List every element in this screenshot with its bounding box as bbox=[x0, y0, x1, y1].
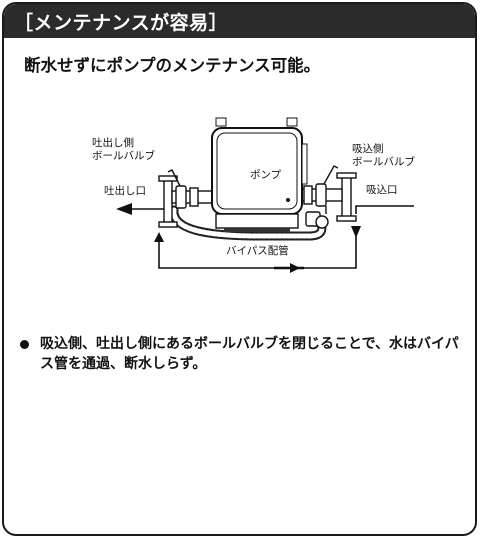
inlet-valve-label-line-2: ボールバルブ bbox=[352, 155, 415, 168]
inlet-port-label: 吸込口 bbox=[366, 184, 398, 196]
header-bar: ［メンテナンスが容易］ bbox=[4, 4, 475, 38]
bullet-icon bbox=[20, 340, 29, 349]
note-bullet: 吸込側、吐出し側にあるボールバルブを閉じることで、水はバイパス管を通過、断水しら… bbox=[20, 334, 460, 374]
bypass-label: バイパス配管 bbox=[226, 244, 289, 257]
pump-bypass-diagram: ポンプ 吐出し側 ボールバルブ 吸込側 ボールバルブ 吐出し口 吸込口 バイパス… bbox=[92, 117, 415, 273]
bypass-flow-line-left bbox=[158, 242, 290, 269]
pump-body bbox=[211, 117, 308, 232]
pump-label: ポンプ bbox=[250, 169, 282, 181]
outlet-port-label: 吐出し口 bbox=[104, 184, 146, 197]
bypass-arrowhead-down bbox=[351, 226, 361, 238]
note-text: 吸込側、吐出し側にあるボールバルブを閉じることで、水はバイパス管を通過、断水しら… bbox=[40, 336, 459, 372]
header-title: ［メンテナンスが容易］ bbox=[14, 12, 229, 34]
inlet-valve-label-line-1: 吸込側 bbox=[352, 142, 384, 155]
inlet-piping bbox=[293, 165, 357, 229]
subtitle: 断水せずにポンプのメンテナンス可能。 bbox=[24, 56, 321, 75]
outlet-flow-arrow bbox=[116, 203, 164, 215]
bypass-hose bbox=[169, 205, 327, 241]
outlet-piping bbox=[158, 169, 213, 228]
info-panel: ［メンテナンスが容易］ 断水せずにポンプのメンテナンス可能。 bbox=[2, 2, 477, 536]
bypass-arrowhead-up bbox=[154, 232, 164, 242]
outlet-valve-label-line-2: ボールバルブ bbox=[92, 149, 155, 162]
bypass-flow-arrow bbox=[154, 226, 361, 273]
inlet-flow-arrow bbox=[355, 205, 414, 214]
bypass-flow-line-right bbox=[300, 226, 357, 269]
outlet-valve-label-line-1: 吐出し側 bbox=[92, 136, 134, 149]
